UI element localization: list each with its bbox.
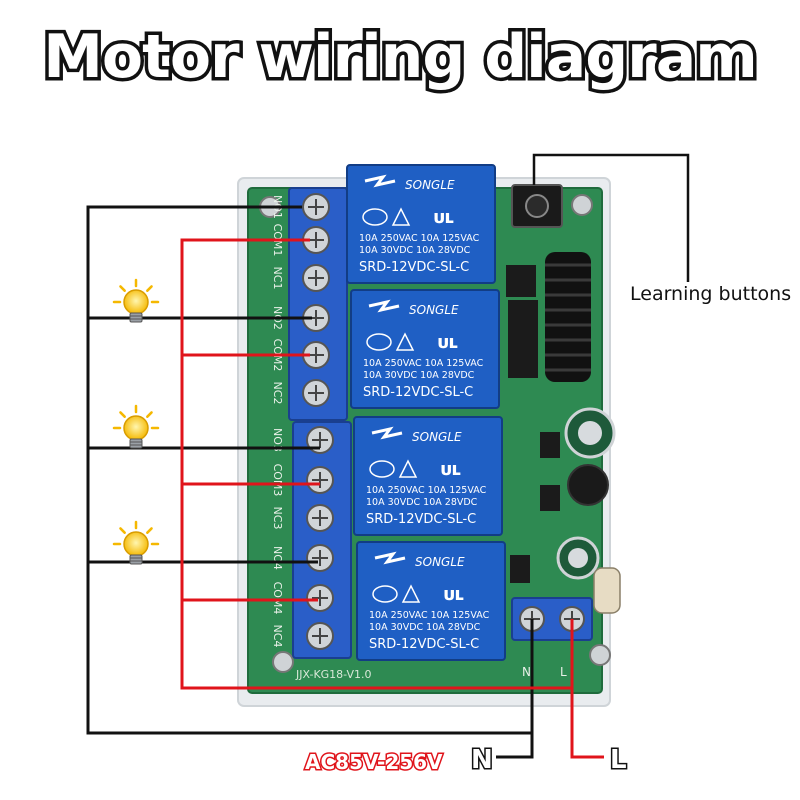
ul-mark: ᴜʟ [443, 584, 464, 605]
black-wires [86, 205, 534, 759]
terminal-label: NC3 [271, 507, 284, 530]
terminal-label: NC1 [271, 267, 284, 290]
relay-brand: SONGLE [415, 555, 465, 569]
terminal-label: COM4 [271, 582, 284, 615]
red-wire-l [570, 688, 604, 759]
capacitor [567, 464, 609, 506]
relay-rating-dc: 10A 30VDC 10A 28VDC [363, 370, 475, 381]
terminal-screw [306, 584, 334, 612]
terminal-screw [306, 466, 334, 494]
cqc-mark [372, 585, 398, 603]
relay-rating-dc: 10A 30VDC 10A 28VDC [366, 497, 478, 508]
terminal-label: COM3 [271, 464, 284, 497]
terminal-screw [306, 504, 334, 532]
terminal-screw [306, 544, 334, 572]
black-wire-n [496, 733, 534, 759]
terminal-screw [302, 379, 330, 407]
ic-chip [508, 300, 538, 378]
relay-model: SRD-12VDC-SL-C [369, 637, 479, 652]
neutral-label: N [470, 744, 495, 777]
black-wire-main [86, 205, 534, 735]
relay-rating-ac: 10A 250VAC 10A 125VAC [366, 485, 487, 496]
relay-model: SRD-12VDC-SL-C [366, 512, 476, 527]
page-title: Motor wiring diagram [40, 19, 762, 96]
light-bulbs [112, 278, 160, 565]
warning-mark [401, 584, 421, 603]
warning-mark [395, 332, 415, 351]
relay-brand: SONGLE [405, 178, 455, 192]
relay-brand: SONGLE [412, 430, 462, 444]
ul-mark: ᴜʟ [437, 332, 458, 353]
voltage-label: AC85V-256V [304, 749, 445, 776]
transistor [540, 432, 560, 458]
terminal-screws [302, 193, 334, 650]
warning-mark [398, 459, 418, 478]
relay-brand: SONGLE [409, 303, 459, 317]
relay-rating-dc: 10A 30VDC 10A 28VDC [369, 622, 481, 633]
red-wire-main [180, 238, 574, 690]
light-bulb-icon [112, 404, 160, 449]
terminal-label: NO3 [271, 428, 284, 452]
cqc-mark [366, 333, 392, 351]
terminal-label: NC4 [271, 625, 284, 648]
relay-rating-dc: 10A 30VDC 10A 28VDC [359, 245, 471, 256]
relay-rating-ac: 10A 250VAC 10A 125VAC [369, 610, 490, 621]
terminal-screw [302, 341, 330, 369]
light-bulb-icon [112, 520, 160, 565]
ul-mark: ᴜʟ [440, 459, 461, 480]
cqc-mark [362, 208, 388, 226]
antenna-coil [545, 252, 591, 382]
transistor [510, 555, 530, 583]
terminal-screw [302, 193, 330, 221]
transistor [540, 485, 560, 511]
relay-model: SRD-12VDC-SL-C [363, 385, 473, 400]
relay-rating-ac: 10A 250VAC 10A 125VAC [363, 358, 484, 369]
power-terminal-l-label: L [560, 665, 567, 679]
power-terminal-n-label: N [522, 665, 531, 679]
terminal-label: NO4 [271, 546, 284, 570]
ic-chip-small [506, 265, 536, 297]
cqc-mark [369, 460, 395, 478]
relay-model: SRD-12VDC-SL-C [359, 260, 469, 275]
warning-mark [391, 207, 411, 226]
board-label: JJX-KG18-V1.0 [295, 668, 372, 681]
learning-button [525, 194, 549, 218]
learning-buttons-label: Learning buttons [630, 283, 792, 305]
terminal-screw [306, 622, 334, 650]
terminal-label: NC2 [271, 382, 284, 405]
light-bulb-icon [112, 278, 160, 323]
red-wires [180, 238, 604, 759]
terminal-screw [302, 264, 330, 292]
ul-mark: ᴜʟ [433, 207, 454, 228]
relay-rating-ac: 10A 250VAC 10A 125VAC [359, 233, 480, 244]
resistor [593, 567, 621, 614]
live-label: L [609, 744, 629, 777]
